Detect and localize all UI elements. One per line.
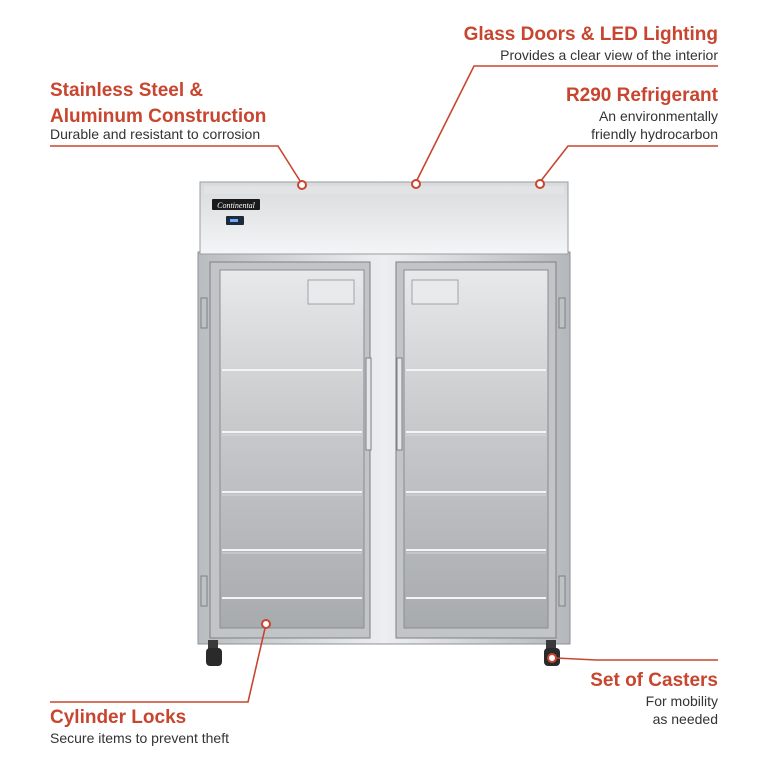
casters-title: Set of Casters [590, 670, 718, 691]
logo-plate [212, 199, 260, 210]
r290-desc: An environmentally friendly hydrocarbon [591, 107, 718, 143]
casters-desc: For mobility as needed [646, 692, 718, 728]
top-panel-trim [204, 186, 564, 194]
stainless-desc: Durable and resistant to corrosion [50, 126, 261, 142]
r290-desc-line1: An environmentally [598, 108, 718, 124]
casters-desc-line1: For mobility [645, 693, 718, 709]
stainless-title-line1: Stainless Steel & [50, 80, 204, 101]
shelves-right [406, 369, 546, 599]
casters-dot [547, 653, 557, 663]
r290-dot [535, 179, 545, 189]
locks-desc: Secure items to prevent theft [50, 730, 229, 746]
fan-unit-left [307, 279, 355, 305]
glass-title: Glass Doors & LED Lighting [463, 24, 718, 45]
stainless-dot [297, 180, 307, 190]
callout-lines [50, 65, 718, 703]
stainless-title-line2: Aluminum Construction [50, 106, 267, 127]
fan-unit-right [411, 279, 459, 305]
casters-desc-line2: as needed [652, 711, 718, 727]
locks-dot [261, 619, 271, 629]
r290-desc-line2: friendly hydrocarbon [591, 126, 718, 142]
stainless-title: Stainless Steel & Aluminum Construction [50, 78, 266, 130]
glass-dot [411, 179, 421, 189]
glass-desc: Provides a clear view of the interior [500, 47, 718, 63]
right-door-glass [403, 269, 549, 629]
r290-title: R290 Refrigerant [565, 85, 718, 106]
locks-title: Cylinder Locks [50, 707, 187, 728]
shelves-left [222, 369, 362, 599]
caster-left [206, 640, 222, 666]
left-door-glass [219, 269, 365, 629]
right-door-handle [396, 357, 403, 451]
brand-logo: Continental [217, 201, 256, 210]
left-door-handle [365, 357, 372, 451]
